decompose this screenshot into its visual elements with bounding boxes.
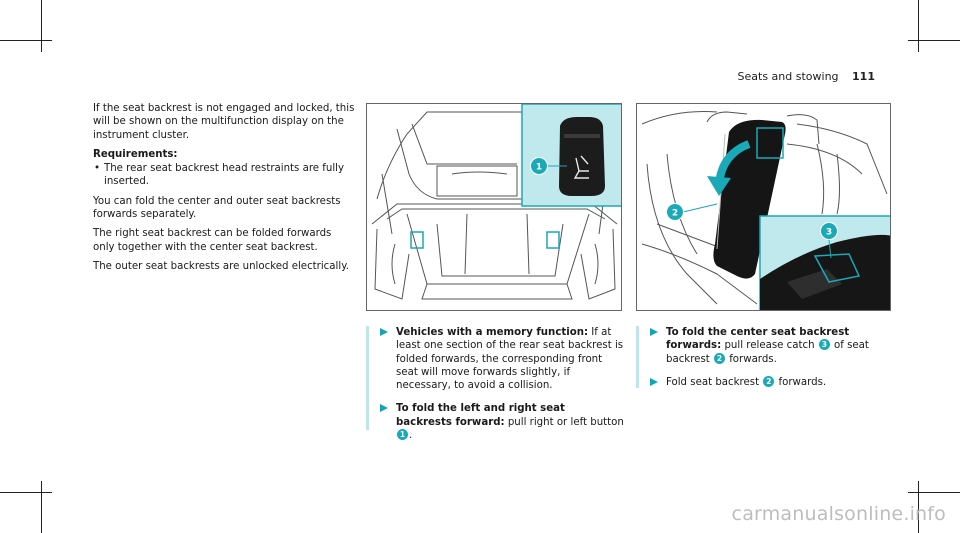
page-header: Seats and stowing 111 <box>738 70 875 83</box>
instruction-block-side-backrests: Vehicles with a memory function: If at l… <box>366 326 624 441</box>
instruction-title: To fold the center seat backrest forward… <box>666 327 850 352</box>
step-arrow-icon <box>650 377 658 386</box>
left-button-highlight <box>410 231 424 249</box>
callout-badge: 2 <box>763 375 775 387</box>
instruction-text: Fold seat backrest <box>666 376 763 388</box>
instruction-item: Fold seat backrest 2 forwards. <box>649 375 894 389</box>
instruction-item: To fold the center seat backrest forward… <box>649 326 894 366</box>
cargo-area-illustration: 1 <box>371 104 621 300</box>
page-number: 111 <box>852 70 875 83</box>
instruction-item: Vehicles with a memory function: If at l… <box>379 326 624 392</box>
instruction-text: pull right or left button <box>504 416 624 428</box>
instruction-text: If at least one section of the rear seat… <box>396 327 624 392</box>
section-title: Seats and stowing <box>737 70 839 83</box>
catch-highlight <box>756 127 784 159</box>
instruction-title: Vehicles with a memory function: <box>396 327 589 338</box>
callout-badge: 2 <box>713 352 725 364</box>
instruction-title: To fold the left and right seat backrest… <box>396 403 565 428</box>
intro-paragraph: You can fold the center and outer seat b… <box>93 195 341 221</box>
intro-paragraph: If the seat backrest is not engaged and … <box>93 103 355 141</box>
callout-badge <box>820 222 838 240</box>
callout-badge <box>530 157 548 175</box>
instruction-text: forwards. <box>725 353 777 365</box>
requirement-item: The rear seat backrest head restraints a… <box>93 162 355 189</box>
callout-badge: 1 <box>397 429 408 441</box>
callout-badge: 3 <box>818 339 830 351</box>
intro-paragraph: The outer seat backrests are unlocked el… <box>93 260 350 272</box>
backrest-illustration: 2 3 <box>641 111 890 310</box>
seat-icon <box>573 155 589 179</box>
instruction-text: . <box>409 430 413 442</box>
instruction-block-center-backrest: To fold the center seat backrest forward… <box>636 326 894 388</box>
intro-column: If the seat backrest is not engaged and … <box>93 102 355 279</box>
instruction-text: forwards. <box>775 376 827 388</box>
step-arrow-icon <box>380 328 388 336</box>
figure-center-backrest: 2 3 <box>636 103 891 311</box>
figure-cargo-area: 1 <box>366 103 622 311</box>
requirements-label: Requirements: <box>93 148 178 160</box>
instruction-item: To fold the left and right seat backrest… <box>379 402 624 442</box>
callout-badge <box>666 203 684 221</box>
intro-paragraph: The right seat backrest can be folded fo… <box>93 228 332 253</box>
callout-number: 2 <box>672 209 678 219</box>
step-arrow-icon <box>650 328 658 336</box>
watermark: carmanualsonline.info <box>731 503 946 525</box>
step-arrow-icon <box>380 404 388 413</box>
right-button-highlight <box>546 231 560 249</box>
instruction-text: pull release catch <box>721 340 818 352</box>
callout-number: 1 <box>536 163 542 173</box>
instruction-text: of seat backrest <box>666 340 869 365</box>
callout-number: 3 <box>826 228 832 238</box>
